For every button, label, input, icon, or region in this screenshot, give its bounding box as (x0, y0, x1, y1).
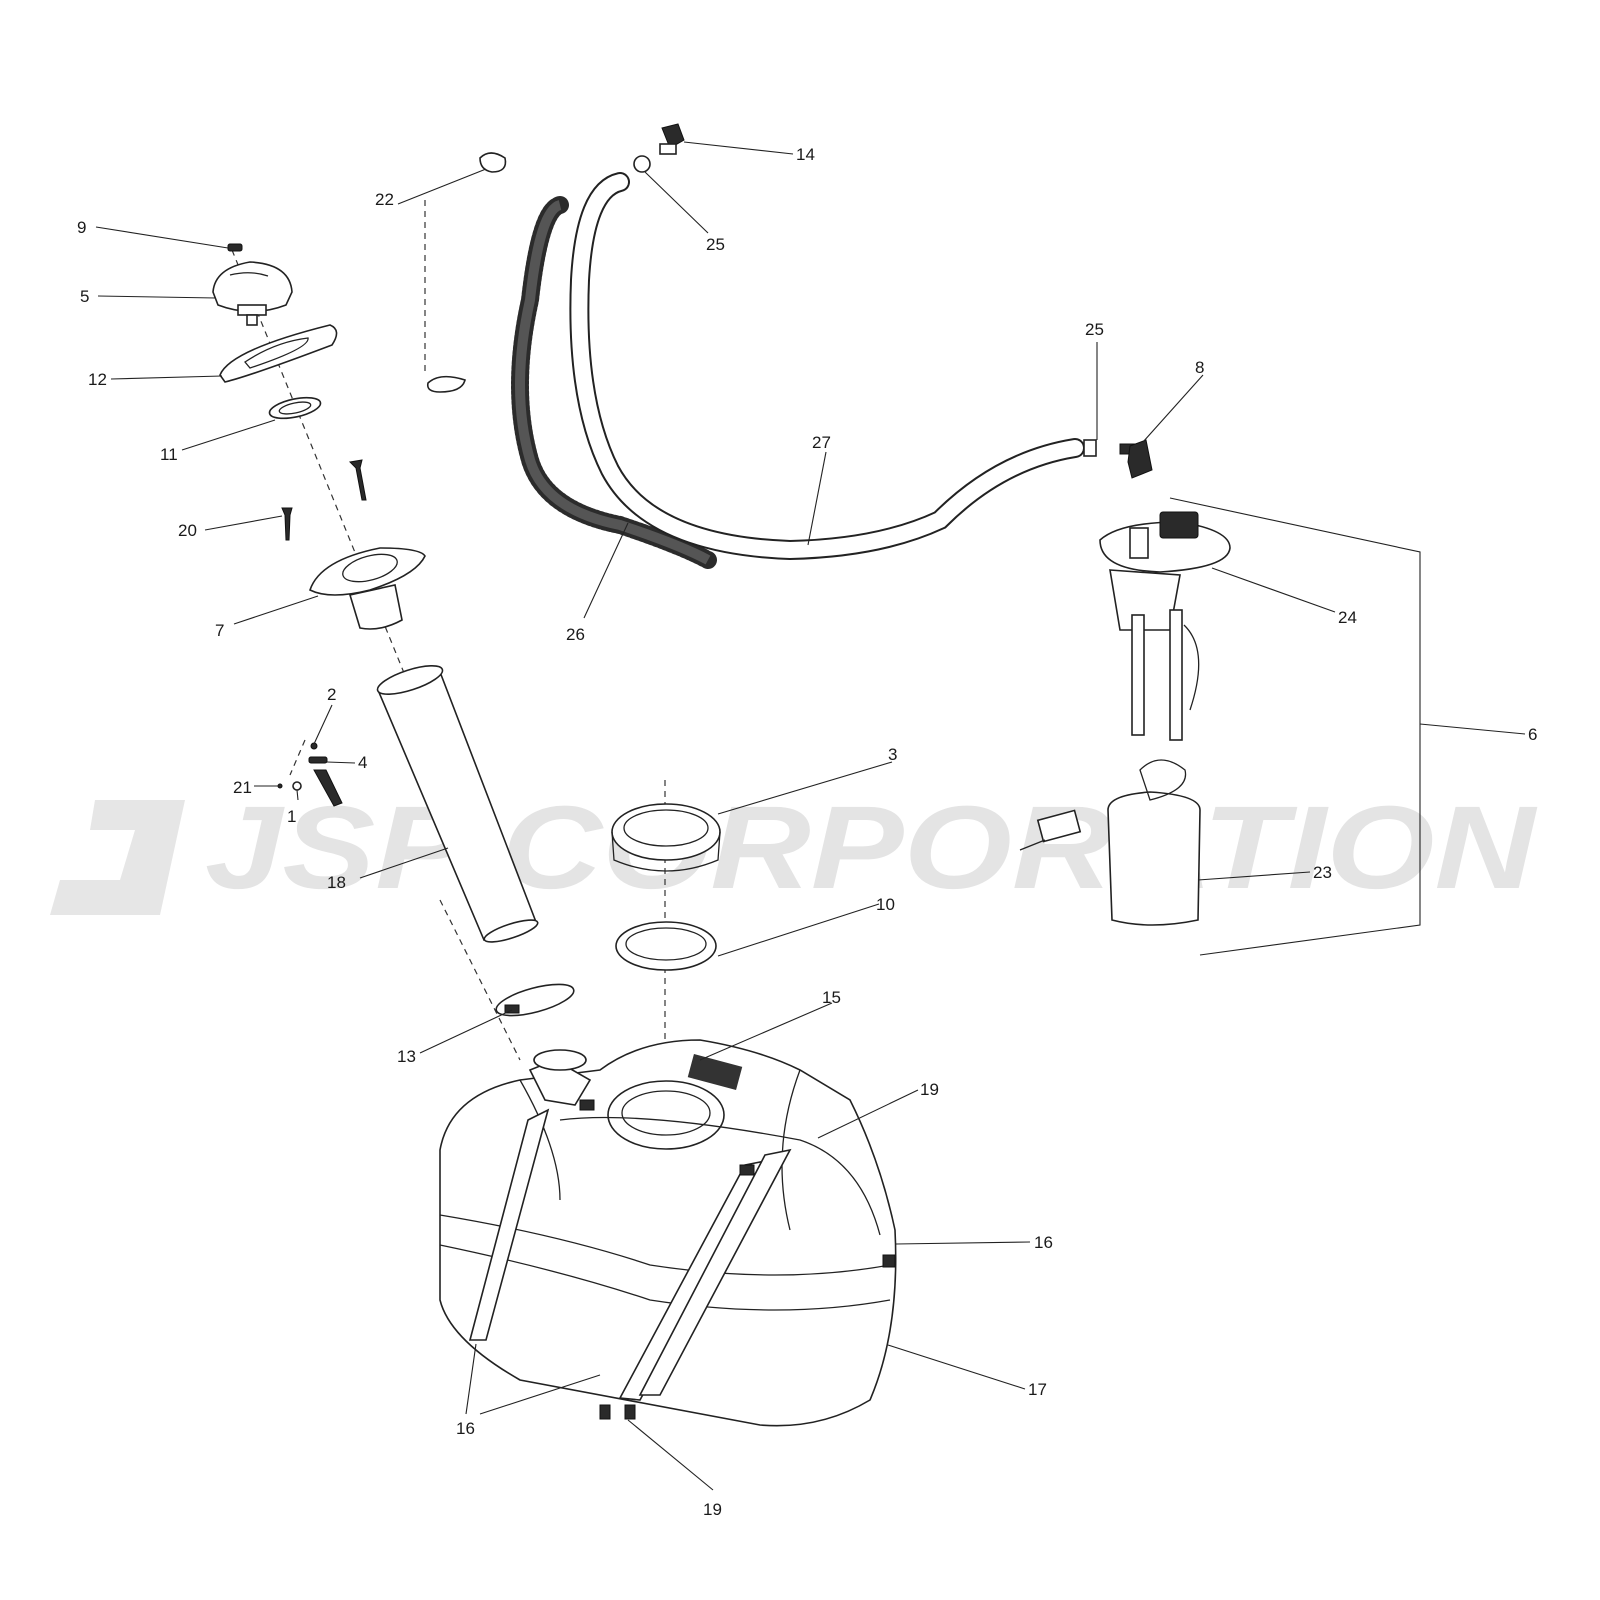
callout-label: 16 (1034, 1233, 1053, 1252)
part-18-filler-tube (376, 665, 539, 943)
part-22-clips (426, 152, 507, 393)
callout-label: 15 (822, 988, 841, 1007)
callout-label: 12 (88, 370, 107, 389)
callout-label: 5 (80, 287, 89, 306)
callout-label: 17 (1028, 1380, 1047, 1399)
callout-label: 8 (1195, 358, 1204, 377)
part-23-fuel-pump (1019, 759, 1201, 926)
part-5-fuel-cap (212, 261, 293, 326)
callout-label: 19 (703, 1500, 722, 1519)
callout-label: 19 (920, 1080, 939, 1099)
part-10-seal-ring (615, 921, 717, 971)
part-27-fuel-hose (569, 172, 1085, 561)
part-7-filler-neck (309, 547, 426, 630)
callout-label: 9 (77, 218, 86, 237)
part-11-ring (268, 396, 322, 420)
callout-label: 6 (1528, 725, 1537, 744)
fittings (633, 123, 1153, 479)
callout-label: 1 (287, 807, 296, 826)
callout-label: 27 (812, 433, 831, 452)
callout-label: 18 (327, 873, 346, 892)
callout-label: 25 (706, 235, 725, 254)
callout-label: 21 (233, 778, 252, 797)
callout-label: 7 (215, 621, 224, 640)
leader-lines (95, 141, 1526, 1491)
part-12-gasket (219, 324, 338, 383)
assembly-bracket (1169, 497, 1421, 956)
part-9-clip (227, 243, 243, 252)
callout-label: 25 (1085, 320, 1104, 339)
callout-label: 3 (888, 745, 897, 764)
callout-label: 2 (327, 685, 336, 704)
part-20-screws (281, 459, 367, 541)
callout-label: 13 (397, 1047, 416, 1066)
part-13-clamp (495, 983, 575, 1017)
callout-label: 4 (358, 753, 367, 772)
callout-label: 14 (796, 145, 815, 164)
callout-label: 16 (456, 1419, 475, 1438)
callout-label: 11 (160, 445, 178, 464)
callout-label: 24 (1338, 608, 1357, 627)
watermark-logo-icon (50, 800, 185, 915)
callout-label: 22 (375, 190, 394, 209)
callout-labels: 1 2 3 4 5 6 7 8 9 10 11 12 13 14 15 16 1… (77, 145, 1537, 1519)
watermark: JSP CORPORATION (50, 782, 1538, 915)
callout-label: 20 (178, 521, 197, 540)
part-3-lock-ring (611, 803, 721, 872)
callout-label: 23 (1313, 863, 1332, 882)
tank-straps (468, 1099, 896, 1420)
callout-label: 26 (566, 625, 585, 644)
watermark-text: JSP CORPORATION (205, 782, 1538, 914)
callout-label: 10 (876, 895, 895, 914)
part-26-corrugated-hose (511, 196, 717, 569)
part-24-pump-module (1099, 511, 1231, 741)
